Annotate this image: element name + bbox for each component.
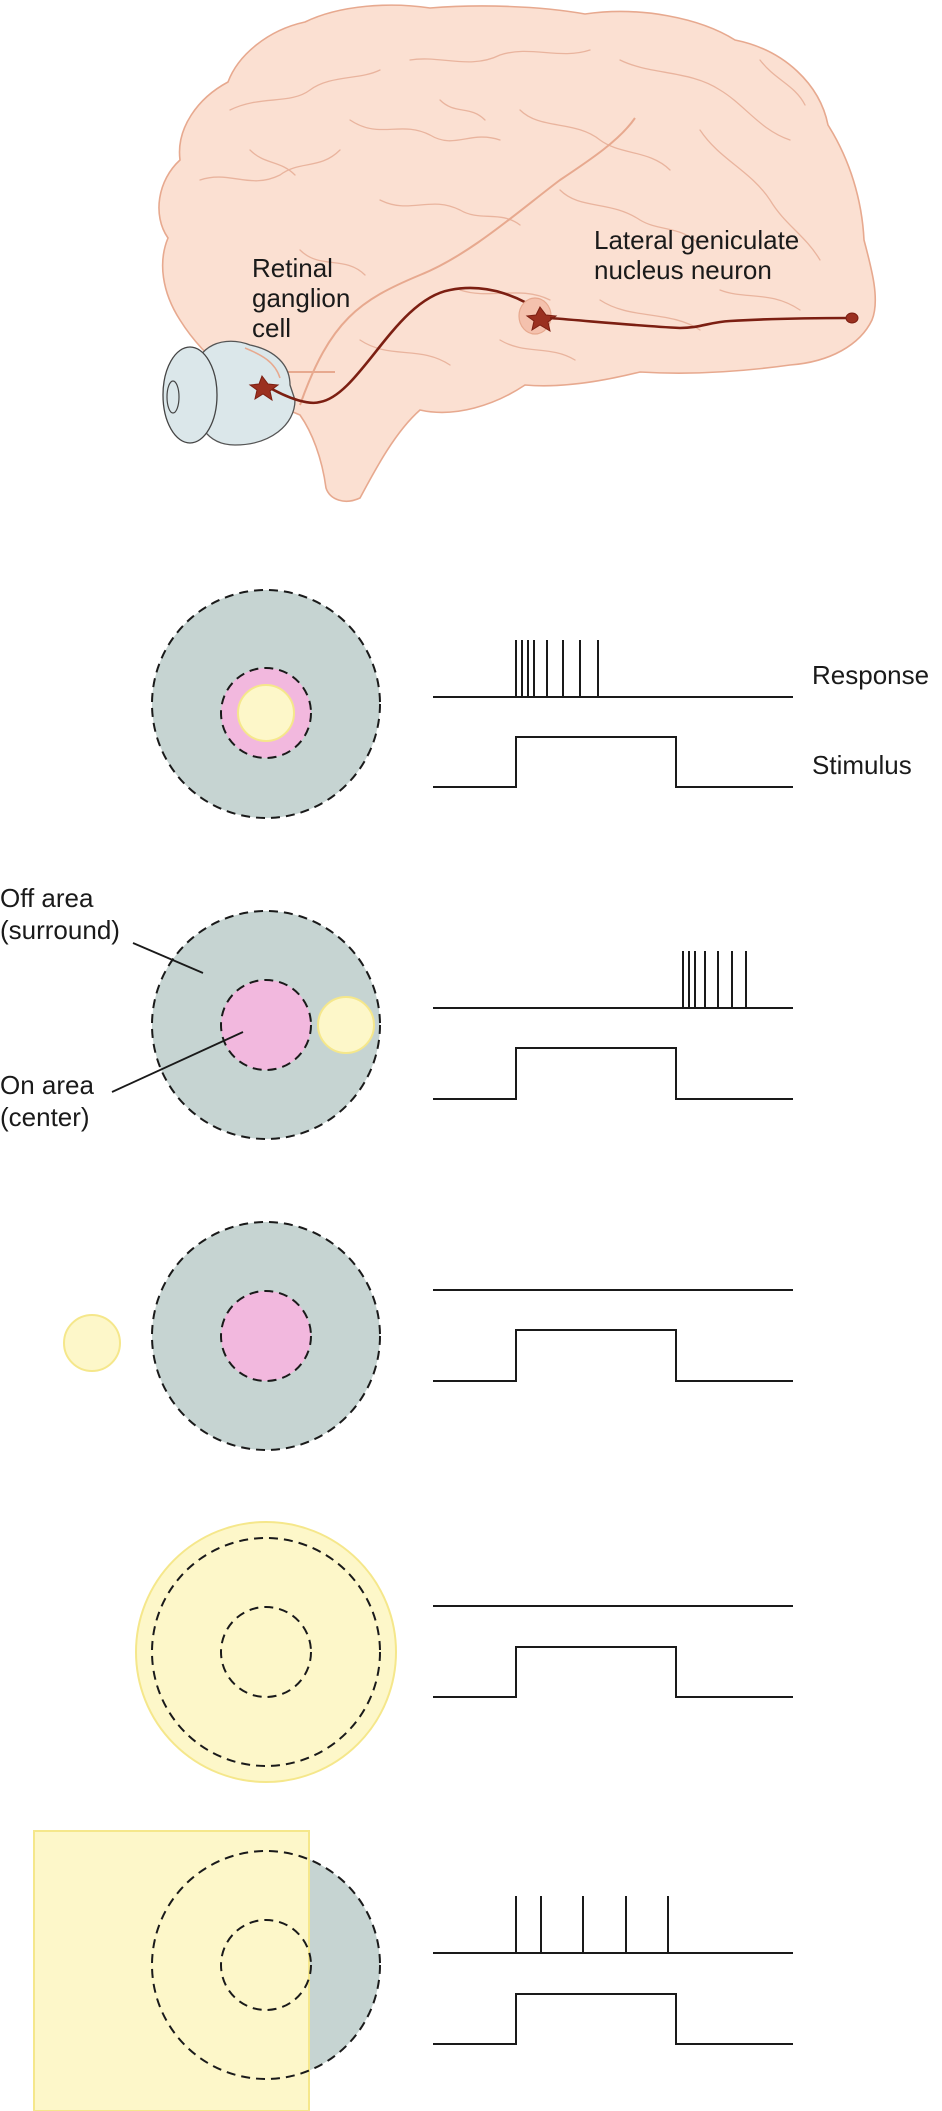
eye [162, 340, 296, 446]
on-area-label-line-1: On area [0, 1070, 94, 1100]
ganglion-label-line-1: Retinal [252, 253, 333, 283]
center-area [220, 1919, 312, 2011]
spike-train [682, 951, 747, 1008]
off-area-leader [132, 942, 204, 974]
brain-gyri [199, 49, 821, 366]
surround-area [308, 1859, 380, 2071]
lgn-label-line-1: Lateral geniculate [594, 225, 799, 255]
light-spot [317, 996, 375, 1054]
lgn-neuron-cell-body [525, 306, 558, 333]
lgn-label-line-2: nucleus neuron [594, 255, 772, 285]
response-trace [433, 951, 793, 1009]
ganglion-label-line-2: ganglion [252, 283, 350, 313]
lgn-axon-terminal [845, 312, 859, 324]
off-area-label-line-2: (surround) [0, 915, 120, 945]
surround-area-outline [151, 1850, 381, 2080]
center-area [220, 1606, 312, 1698]
spike-train [515, 640, 599, 697]
panel-center-light: Response Stimulus [151, 589, 929, 819]
optic-tract-faint [299, 117, 636, 406]
stimulus-trace [433, 1646, 793, 1698]
response-label: Response [812, 660, 929, 690]
retinal-ganglion-axon [264, 286, 541, 405]
light-spot [237, 684, 295, 742]
center-area [220, 1290, 312, 1382]
ganglion-label-line-3: cell [252, 313, 291, 343]
brain-illustration: Retinal ganglion cell Lateral geniculate… [158, 4, 877, 502]
stimulus-trace [433, 1047, 793, 1100]
diffuse-light [135, 1521, 397, 1783]
stimulus-label: Stimulus [812, 750, 912, 780]
panel-outside-light [63, 1221, 793, 1451]
on-area-label-line-2: (center) [0, 1102, 90, 1132]
on-area-leader [111, 1031, 244, 1093]
panel-diffuse-light [135, 1521, 793, 1783]
off-area-label-line-1: Off area [0, 883, 94, 913]
surround-area [151, 1537, 381, 1767]
response-trace [433, 640, 793, 698]
light-rectangle [33, 1830, 310, 2111]
brain-outline [158, 4, 877, 502]
retinal-ganglion-cell-body [248, 374, 280, 402]
panel-surround-light: Off area (surround) On area (center) [0, 883, 793, 1140]
light-spot [63, 1314, 121, 1372]
spike-train [515, 1896, 669, 1953]
stimulus-trace [433, 1993, 793, 2045]
stimulus-trace [433, 1329, 793, 1382]
stimulus-trace [433, 736, 793, 788]
center-area [220, 979, 312, 1071]
lgn-axon [549, 316, 851, 330]
panel-partial-light [33, 1830, 793, 2111]
response-trace [433, 1896, 793, 1954]
